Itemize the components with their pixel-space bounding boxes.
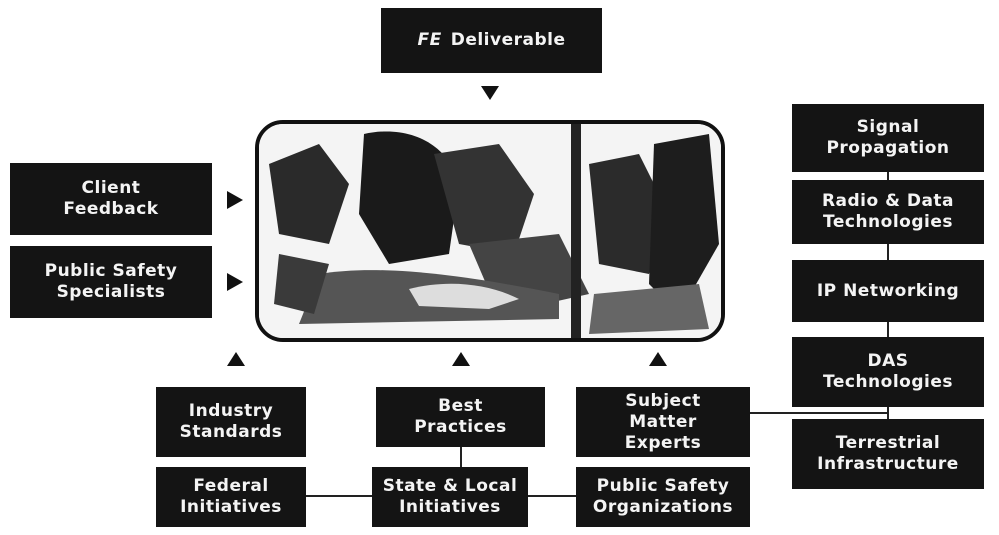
terrestrial-infrastructure-box: Terrestrial Infrastructure: [792, 419, 984, 489]
subject-matter-experts-box: Subject Matter Experts: [576, 387, 750, 457]
arrow-down-icon: [481, 86, 499, 100]
public-safety-organizations-box: Public Safety Organizations: [576, 467, 750, 527]
fe-label: FE: [417, 30, 442, 50]
arrow-right-icon: [227, 273, 243, 291]
arrow-up-icon: [227, 352, 245, 366]
best-practices-box: Best Practices: [376, 387, 545, 447]
ip-networking-box: IP Networking: [792, 260, 984, 322]
fe-deliverable-box: FE Deliverable: [381, 8, 602, 73]
arrow-up-icon: [649, 352, 667, 366]
deliverable-label: Deliverable: [450, 30, 566, 50]
arrow-right-icon: [227, 191, 243, 209]
arrow-up-icon: [452, 352, 470, 366]
team-photo: [255, 120, 725, 342]
public-safety-specialists-box: Public Safety Specialists: [10, 246, 212, 318]
das-technologies-box: DAS Technologies: [792, 337, 984, 407]
industry-standards-box: Industry Standards: [156, 387, 306, 457]
state-local-initiatives-box: State & Local Initiatives: [372, 467, 528, 527]
radio-data-technologies-box: Radio & Data Technologies: [792, 180, 984, 244]
client-feedback-box: Client Feedback: [10, 163, 212, 235]
signal-propagation-box: Signal Propagation: [792, 104, 984, 172]
team-photo-image: [259, 124, 721, 338]
federal-initiatives-box: Federal Initiatives: [156, 467, 306, 527]
